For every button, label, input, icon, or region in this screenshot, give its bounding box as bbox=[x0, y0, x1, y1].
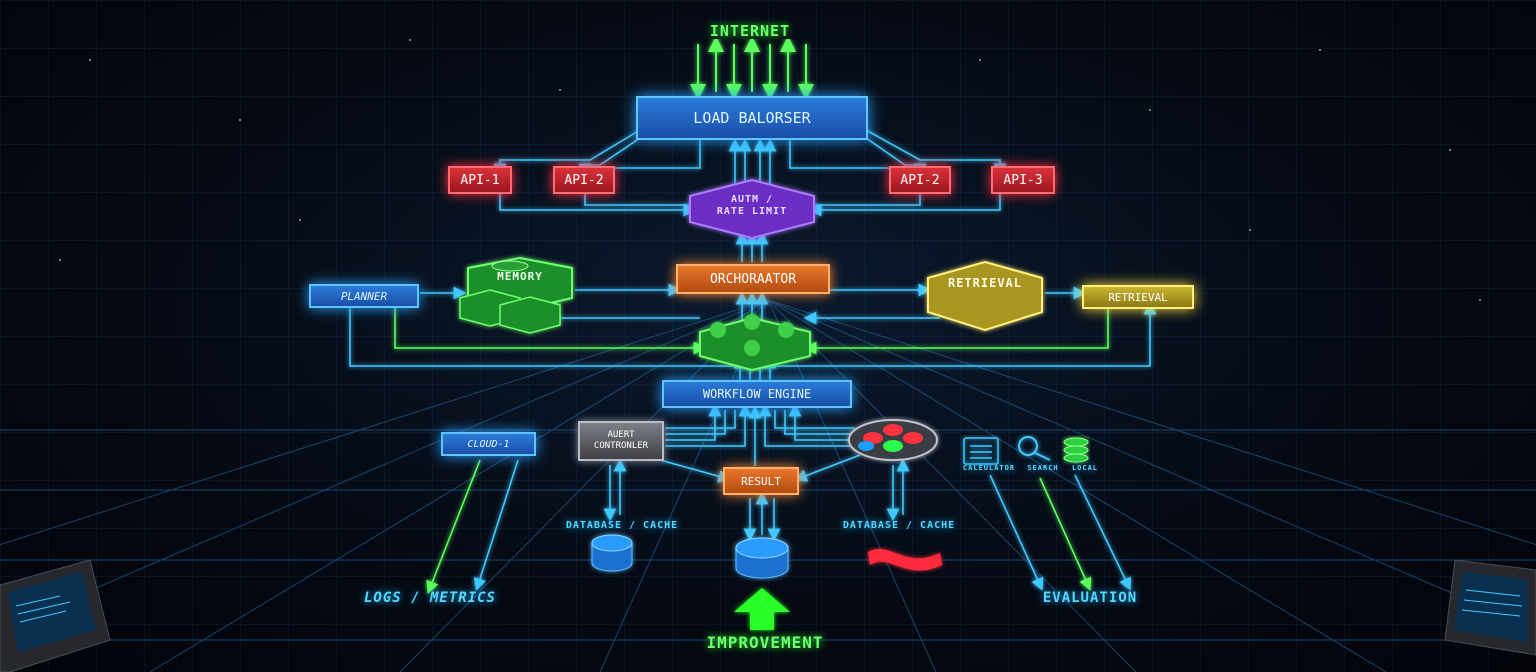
retrieval-node[interactable]: RETRIEVAL bbox=[1082, 285, 1194, 309]
api-node-1[interactable]: API-1 bbox=[448, 166, 512, 194]
load-balancer-node[interactable]: LOAD BALORSER bbox=[636, 96, 868, 140]
terminal-icon bbox=[0, 559, 1536, 672]
auth-label-line: AUTM / bbox=[730, 194, 774, 205]
evaluation-label: EVALUATION bbox=[1042, 590, 1138, 606]
api-node-4[interactable]: API-3 bbox=[991, 166, 1055, 194]
result-node[interactable]: RESULT bbox=[723, 467, 799, 495]
green-connectors bbox=[394, 308, 1109, 594]
memory-cluster bbox=[459, 256, 573, 334]
api-node-label: API-2 bbox=[900, 172, 940, 188]
auth-label-line: RATE LIMIT bbox=[716, 206, 788, 217]
local-label: LOCAL bbox=[1071, 464, 1099, 472]
up-arrow-icon bbox=[734, 588, 790, 630]
red-wave-shape bbox=[868, 549, 942, 571]
auth-label[interactable]: AUTM / RATE LIMIT bbox=[700, 194, 804, 218]
planner-node[interactable]: PLANNER bbox=[309, 284, 419, 308]
stack-icon bbox=[1063, 437, 1089, 463]
search-icon bbox=[1018, 436, 1051, 461]
database-icon bbox=[591, 534, 789, 579]
result-label: RESULT bbox=[741, 474, 781, 488]
load-balancer-label: LOAD BALORSER bbox=[693, 109, 811, 127]
orchestrator-node[interactable]: ORCHORAATOR bbox=[676, 264, 830, 294]
api-node-label: API-3 bbox=[1003, 172, 1043, 188]
agent-controller-node[interactable]: AUERT CONTRONLER bbox=[578, 421, 664, 461]
cloud-node[interactable]: CLOUD-1 bbox=[441, 432, 536, 456]
api-node-label: API-2 bbox=[564, 172, 604, 188]
planner-label: PLANNER bbox=[340, 289, 388, 303]
api-node-2[interactable]: API-2 bbox=[553, 166, 615, 194]
search-label: SEARCH bbox=[1027, 464, 1059, 472]
agent-controller-label: CONTRONLER bbox=[593, 441, 649, 451]
calculator-label: CALEULATOR bbox=[962, 464, 1016, 472]
calculator-icon bbox=[963, 437, 999, 465]
database-cache-left-label: DATABASE / CACHE bbox=[565, 520, 679, 531]
database-cache-right-label: DATABASE / CACHE bbox=[842, 520, 956, 531]
workflow-engine-node[interactable]: WORKFLOW ENGINE bbox=[662, 380, 852, 408]
improvement-label: IMPROVEMENT bbox=[706, 633, 824, 652]
internet-arrows bbox=[690, 36, 814, 100]
retrieval-hexagon-label[interactable]: RETRIEVAL bbox=[947, 276, 1023, 290]
agent-controller-label: AUERT bbox=[607, 430, 635, 440]
retrieval-hexagon bbox=[927, 260, 1043, 332]
model-tray bbox=[848, 419, 938, 461]
api-node-label: API-1 bbox=[460, 172, 500, 188]
internet-label: INTERNET bbox=[709, 22, 791, 40]
auth-hexagon bbox=[689, 178, 815, 240]
api-node-3[interactable]: API-2 bbox=[889, 166, 951, 194]
logs-metrics-label: LOGS / METRICS bbox=[363, 590, 496, 606]
workflow-engine-label: WORKFLOW ENGINE bbox=[702, 387, 812, 401]
memory-label[interactable]: MEMORY bbox=[497, 270, 543, 283]
agent-hub bbox=[699, 314, 811, 372]
retrieval-label: RETRIEVAL bbox=[1108, 290, 1168, 304]
stars bbox=[59, 39, 1481, 301]
cloud-label: CLOUD-1 bbox=[467, 438, 510, 450]
orchestrator-label: ORCHORAATOR bbox=[709, 271, 797, 287]
